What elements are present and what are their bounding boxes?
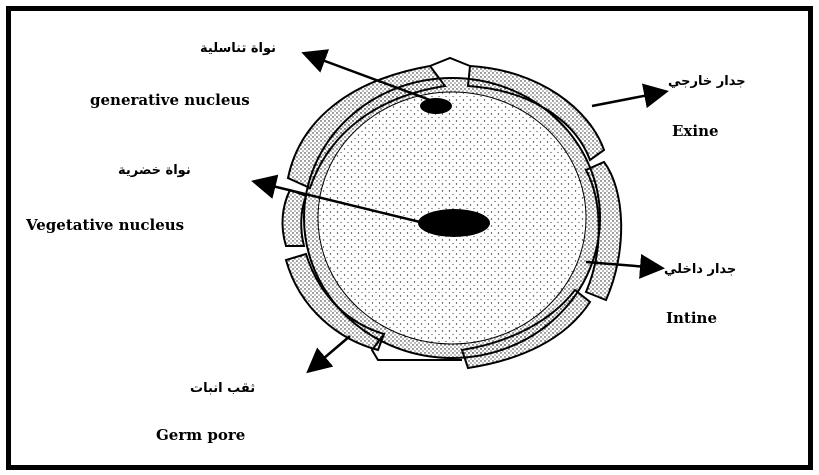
generative-nucleus-ar-label: نواة تناسلية (200, 41, 276, 56)
vegetative-nucleus-ar-label: نواة خضرية (118, 163, 191, 178)
intine-ar-label: جدار داخلي (664, 262, 736, 277)
intine-en-label: Intine (666, 309, 717, 327)
exine-en-label: Exine (672, 122, 719, 140)
germ-pore-ar-label: ثقب انبات (190, 381, 255, 396)
germ-pore-en-label: Germ pore (156, 426, 245, 444)
generative-nucleus-en-label: generative nucleus (90, 91, 250, 109)
vegetative-nucleus-shape (418, 209, 490, 237)
exine-ar-label: جدار خارجي (668, 74, 746, 89)
vegetative-nucleus-en-label: Vegetative nucleus (25, 216, 184, 234)
generative-nucleus-shape (420, 98, 452, 114)
